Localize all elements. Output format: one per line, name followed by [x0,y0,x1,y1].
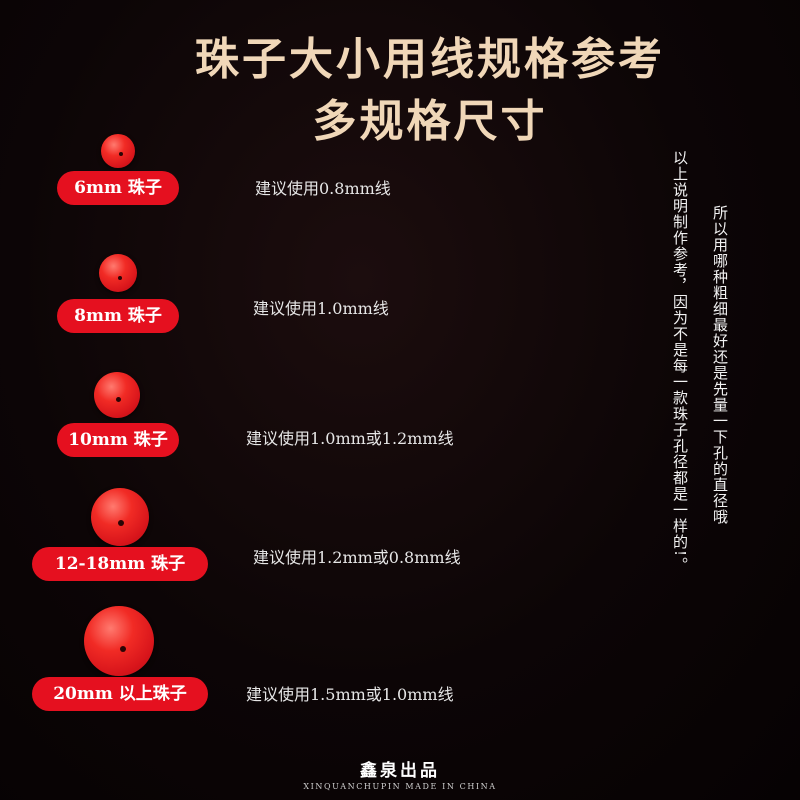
bead-hole [116,397,121,402]
size-label-12-18mm: 12-18mm 珠子 [32,547,208,581]
bead-6mm [101,134,135,168]
brand-name: 鑫泉出品 [360,761,440,781]
bead-hole [118,276,122,280]
size-label-6mm: 6mm 珠子 [57,171,179,205]
bead-8mm [99,254,137,292]
spec-6mm: 建议使用0.8mm线 [255,179,391,198]
bead-hole [119,152,123,156]
note-column-2: 所以用哪种粗细最好还是先量一下孔的直径哦 [711,205,729,525]
bead-20mm [84,606,154,676]
note-column-1: 以上说明制作参考，因为不是每一款珠子孔径都是一样的!。 [671,150,689,574]
spec-12-18mm: 建议使用1.2mm或0.8mm线 [253,548,461,567]
title-line-2: 多规格尺寸 [312,96,548,147]
spec-8mm: 建议使用1.0mm线 [253,299,389,318]
bead-hole [120,646,126,652]
size-label-8mm: 8mm 珠子 [57,299,179,333]
spec-20mm: 建议使用1.5mm或1.0mm线 [246,685,454,704]
title-line-1: 珠子大小用线规格参考 [195,34,665,85]
brand-subtitle: XINQUANCHUPIN MADE IN CHINA [303,782,497,791]
size-label-20mm: 20mm 以上珠子 [32,677,208,711]
size-label-10mm: 10mm 珠子 [57,423,179,457]
spec-10mm: 建议使用1.0mm或1.2mm线 [246,429,454,448]
bead-10mm [94,372,140,418]
bead-hole [118,520,124,526]
bead-12-18mm [91,488,149,546]
